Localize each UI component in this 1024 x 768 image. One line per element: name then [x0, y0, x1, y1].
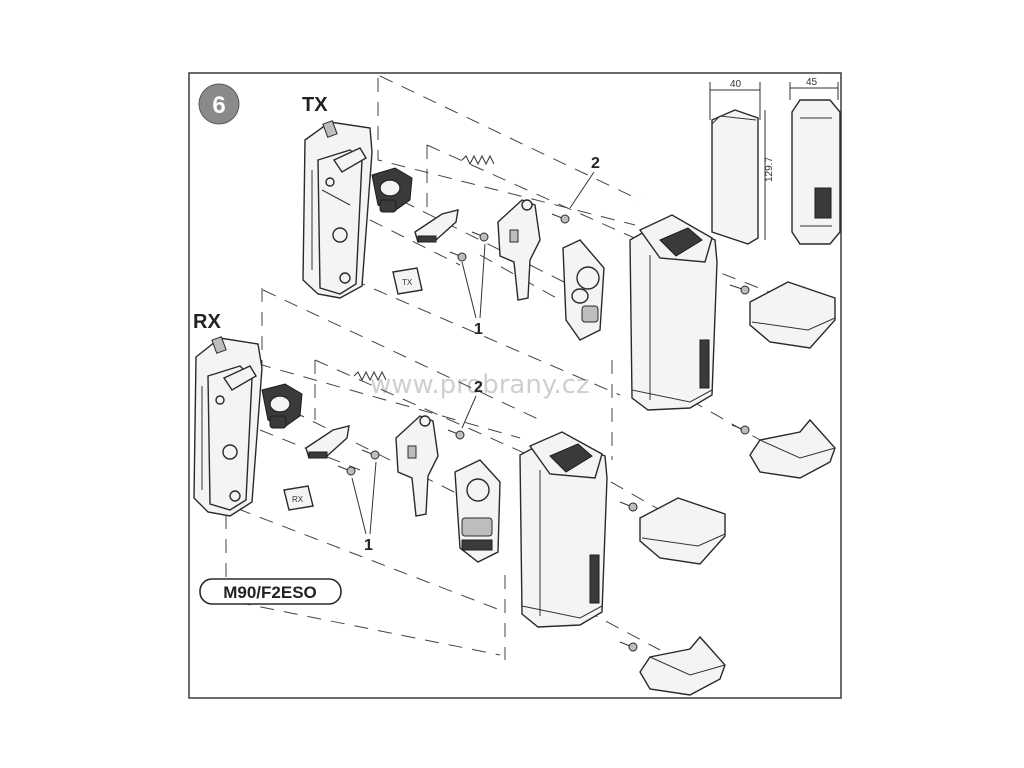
came-logo-icon [699, 339, 710, 389]
svg-text:2: 2 [591, 155, 600, 172]
tx-label: TX [302, 94, 328, 116]
height-value: 129.7 [764, 157, 775, 182]
tx-spring [461, 154, 495, 166]
tx-sticker: TX [392, 267, 423, 295]
tx-lever [414, 209, 459, 243]
tx-circuit-board [562, 239, 605, 341]
tx-clip [371, 167, 413, 213]
svg-text:1: 1 [364, 537, 373, 554]
rx-top-cap [619, 497, 726, 565]
step-number: 6 [212, 92, 225, 119]
svg-text:RX: RX [292, 495, 304, 504]
tx-screws [449, 213, 570, 262]
svg-text:TX: TX [402, 278, 413, 287]
came-logo-icon [589, 554, 600, 604]
step-badge [198, 83, 240, 125]
rx-spring [353, 370, 387, 382]
watermark: www.probrany.cz [370, 370, 590, 400]
rx-housing [519, 431, 608, 628]
tx-bottom-cap [731, 418, 836, 479]
rx-circuit-board [454, 459, 501, 563]
rx-bottom-cap [619, 635, 726, 696]
svg-text:M90/F2ESO: M90/F2ESO [223, 583, 317, 602]
tx-base-bracket [302, 120, 373, 299]
tx-housing [629, 214, 718, 411]
model-label: M90/F2ESO [199, 578, 342, 605]
dimensions-inset: 40 129.7 45 [709, 77, 841, 245]
rx-label: RX [193, 311, 221, 333]
rx-switch-plate [395, 415, 439, 517]
came-logo-icon [814, 187, 832, 219]
tx-callouts: 2 1 [461, 155, 600, 338]
rx-screws [337, 429, 465, 476]
rx-sticker: RX [283, 485, 314, 511]
tx-assembly: TX [302, 120, 836, 479]
svg-text:2: 2 [474, 379, 483, 396]
svg-text:1: 1 [474, 321, 483, 338]
tx-top-cap [729, 281, 836, 349]
rx-base-bracket [193, 336, 263, 517]
rx-clip [261, 383, 303, 429]
rx-callouts: 2 1 [351, 379, 483, 554]
rx-assembly: RX [193, 336, 726, 696]
width-front-value: 40 [730, 79, 742, 90]
rx-lever [305, 425, 350, 459]
tx-switch-plate [497, 199, 541, 301]
width-side-value: 45 [806, 77, 818, 88]
